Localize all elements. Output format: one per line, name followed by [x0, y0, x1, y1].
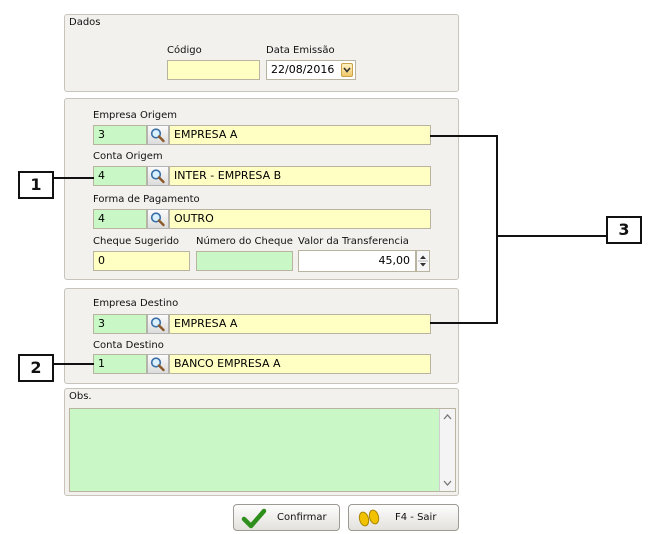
callout-3: 3	[606, 216, 642, 244]
checkmark-icon	[241, 508, 267, 529]
origem-panel: Empresa Origem 3 EMPRESA A Conta Origem …	[64, 98, 459, 280]
empresa-destino-code[interactable]: 3	[93, 314, 147, 334]
conta-destino-search-button[interactable]	[147, 354, 169, 374]
callout-2-line	[54, 363, 94, 365]
callout-3-line-bottom	[430, 322, 498, 324]
conta-destino-label: Conta Destino	[93, 340, 164, 351]
footprints-icon	[358, 509, 380, 527]
obs-textarea[interactable]	[69, 408, 456, 492]
forma-pagamento-name: OUTRO	[169, 209, 431, 229]
conta-origem-name: INTER - EMPRESA B	[169, 166, 431, 186]
spinner-arrows-icon	[418, 255, 428, 267]
dados-title: Dados	[69, 17, 101, 28]
search-icon	[150, 317, 165, 332]
sair-button[interactable]: F4 - Sair	[348, 504, 459, 531]
forma-pagamento-label: Forma de Pagamento	[93, 194, 200, 205]
search-icon	[150, 357, 165, 372]
conta-destino-name: BANCO EMPRESA A	[169, 354, 431, 374]
forma-pagamento-code[interactable]: 4	[93, 209, 147, 229]
empresa-origem-name: EMPRESA A	[169, 125, 431, 145]
callout-3-line-right	[496, 235, 606, 237]
cheque-sugerido-label: Cheque Sugerido	[93, 236, 180, 247]
numero-cheque-label: Número do Cheque	[196, 236, 293, 247]
callout-2: 2	[18, 354, 54, 382]
search-icon	[150, 212, 165, 227]
obs-title: Obs.	[69, 391, 92, 402]
destino-panel: Empresa Destino 3 EMPRESA A Conta Destin…	[64, 288, 459, 384]
conta-destino-code[interactable]: 1	[93, 354, 147, 374]
data-emissao-label: Data Emissão	[266, 45, 335, 56]
cheque-sugerido-input[interactable]: 0	[93, 251, 190, 271]
forma-pagamento-search-button[interactable]	[147, 209, 169, 229]
empresa-destino-label: Empresa Destino	[93, 298, 179, 309]
empresa-origem-code[interactable]: 3	[93, 125, 147, 145]
date-dropdown-button[interactable]	[341, 63, 353, 77]
sair-label: F4 - Sair	[395, 512, 437, 523]
conta-origem-label: Conta Origem	[93, 151, 163, 162]
confirmar-button[interactable]: Confirmar	[233, 504, 340, 531]
callout-3-line-vertical	[496, 135, 498, 324]
confirmar-label: Confirmar	[277, 512, 327, 523]
scroll-up-arrow-icon	[443, 414, 452, 420]
search-icon	[150, 128, 165, 143]
obs-panel: Obs.	[64, 388, 459, 496]
scroll-down-arrow-icon	[443, 480, 452, 486]
empresa-destino-search-button[interactable]	[147, 314, 169, 334]
chevron-down-icon	[343, 67, 351, 73]
codigo-label: Código	[167, 45, 202, 56]
conta-origem-code[interactable]: 4	[93, 166, 147, 186]
data-emissao-input[interactable]: 22/08/2016	[266, 60, 356, 80]
valor-spinner[interactable]	[416, 250, 430, 272]
dados-panel: Dados Código Data Emissão 22/08/2016	[64, 14, 459, 92]
callout-1-line	[54, 177, 94, 179]
callout-1: 1	[18, 171, 54, 199]
valor-transferencia-input[interactable]: 45,00	[298, 250, 416, 272]
search-icon	[150, 169, 165, 184]
numero-cheque-input[interactable]	[196, 251, 293, 271]
empresa-destino-name: EMPRESA A	[169, 314, 431, 334]
obs-scrollbar[interactable]	[439, 409, 455, 491]
valor-transferencia-label: Valor da Transferencia	[298, 236, 409, 247]
callout-3-line-top	[430, 135, 498, 137]
empresa-origem-search-button[interactable]	[147, 125, 169, 145]
empresa-origem-label: Empresa Origem	[93, 110, 177, 121]
conta-origem-search-button[interactable]	[147, 166, 169, 186]
codigo-input[interactable]	[167, 60, 260, 80]
